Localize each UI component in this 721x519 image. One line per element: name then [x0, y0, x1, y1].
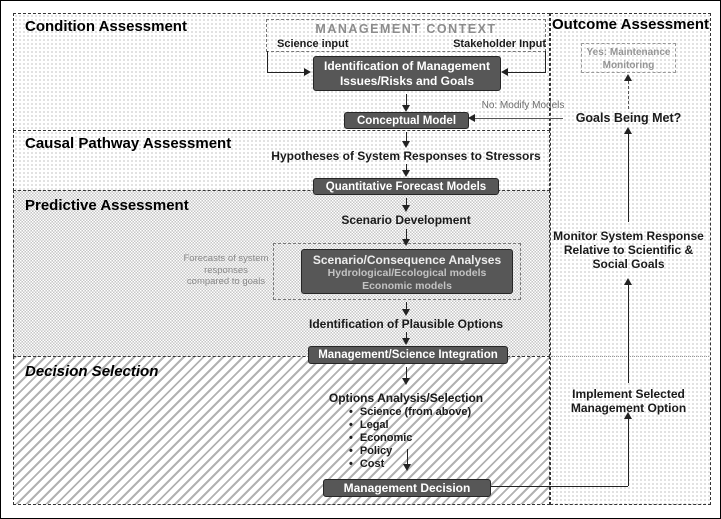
management-context-title: MANAGEMENT CONTEXT	[315, 22, 497, 36]
arrowhead-left-icon	[468, 114, 475, 122]
identification-management-box: Identification of Management Issues/Risk…	[313, 56, 501, 91]
feedback-line	[628, 419, 629, 486]
bullet-item: Legal	[349, 419, 471, 431]
maintenance-monitoring-box: Yes: Maintenance Monitoring	[581, 43, 676, 73]
science-input-connector	[267, 51, 268, 72]
arrowhead-down-icon	[402, 170, 410, 177]
arrowhead-up-icon	[624, 74, 632, 81]
scenario-consequence-sub1: Hydrological/Ecological models	[327, 267, 487, 279]
management-science-integration-box: Management/Science Integration	[308, 346, 508, 364]
flow-line	[406, 132, 407, 141]
scenario-consequence-title: Scenario/Consequence Analyses	[312, 253, 502, 267]
stakeholder-input-connector	[545, 51, 546, 72]
flow-line	[406, 164, 407, 170]
hypotheses-label: Hypotheses of System Responses to Stress…	[271, 149, 541, 163]
predictive-assessment-title: Predictive Assessment	[25, 197, 189, 214]
feedback-line	[628, 134, 629, 222]
no-branch-line	[475, 118, 563, 119]
flow-line	[406, 94, 407, 105]
arrowhead-down-icon	[402, 105, 410, 112]
goals-being-met-label: Goals Being Met?	[575, 111, 682, 125]
arrowhead-up-icon	[624, 278, 632, 285]
arrowhead-up-icon	[624, 412, 632, 419]
arrowhead-down-icon	[402, 309, 410, 316]
condition-assessment-title: Condition Assessment	[25, 18, 187, 35]
arrowhead-down-icon	[402, 239, 410, 246]
monitor-system-response-label: Monitor System Response Relative to Scie…	[553, 229, 704, 271]
management-context-frame: MANAGEMENT CONTEXT	[266, 19, 546, 52]
options-analysis-bullets: Science (from above) Legal Economic Poli…	[349, 406, 471, 471]
scenario-development-label: Scenario Development	[341, 213, 471, 227]
flow-line	[406, 367, 407, 378]
outcome-assessment-title: Outcome Assessment	[551, 16, 709, 33]
bullet-label: Policy	[359, 445, 393, 457]
bullet-item: Policy	[349, 445, 471, 457]
stakeholder-input-connector	[508, 72, 546, 73]
arrowhead-down-icon	[402, 338, 410, 345]
flow-line	[406, 332, 407, 338]
maintenance-monitoring-label: Yes: Maintenance Monitoring	[586, 47, 671, 71]
science-input-connector	[267, 72, 305, 73]
feedback-line	[491, 486, 628, 487]
causal-pathway-title: Causal Pathway Assessment	[25, 135, 232, 152]
scenario-consequence-sub2: Economic models	[362, 280, 452, 292]
arrowhead-down-icon	[402, 378, 410, 385]
yes-branch-line	[628, 81, 629, 109]
quantitative-forecast-box: Quantitative Forecast Models	[313, 178, 499, 195]
bullet-item: Science (from above)	[349, 406, 471, 418]
no-modify-models-label: No: Modify Models	[481, 100, 565, 111]
management-decision-box: Management Decision	[323, 479, 491, 497]
flow-line	[406, 302, 407, 309]
options-analysis-title: Options Analysis/Selection	[328, 391, 484, 405]
feedback-line	[628, 285, 629, 383]
flow-line	[406, 229, 407, 239]
science-input-label: Science input	[277, 38, 349, 50]
bullet-label: Cost	[359, 458, 385, 470]
plausible-options-label: Identification of Plausible Options	[308, 317, 503, 331]
arrowhead-down-icon	[402, 141, 410, 148]
stakeholder-input-label: Stakeholder Input	[453, 38, 546, 50]
bullet-label: Legal	[359, 419, 389, 431]
arrowhead-left-icon	[501, 68, 508, 76]
forecast-note: Forecasts of system responses compared t…	[183, 253, 269, 287]
bullet-item: Economic	[349, 432, 471, 444]
forecast-loop-frame	[273, 243, 521, 300]
outcome-section-divider	[551, 356, 709, 357]
arrowhead-down-icon	[402, 205, 410, 212]
decision-selection-title: Decision Selection	[25, 363, 159, 380]
conceptual-model-box: Conceptual Model	[344, 112, 469, 129]
scenario-consequence-box: Scenario/Consequence Analyses Hydrologic…	[301, 249, 513, 294]
section-outcome-assessment	[550, 13, 711, 505]
arrowhead-right-icon	[304, 68, 311, 76]
bullet-item: Cost	[349, 458, 471, 470]
arrowhead-up-icon	[624, 127, 632, 134]
bullet-label: Science (from above)	[359, 406, 472, 418]
implement-selected-option-label: Implement Selected Management Option	[570, 387, 687, 415]
flow-line	[406, 198, 407, 206]
bullet-label: Economic	[359, 432, 413, 444]
